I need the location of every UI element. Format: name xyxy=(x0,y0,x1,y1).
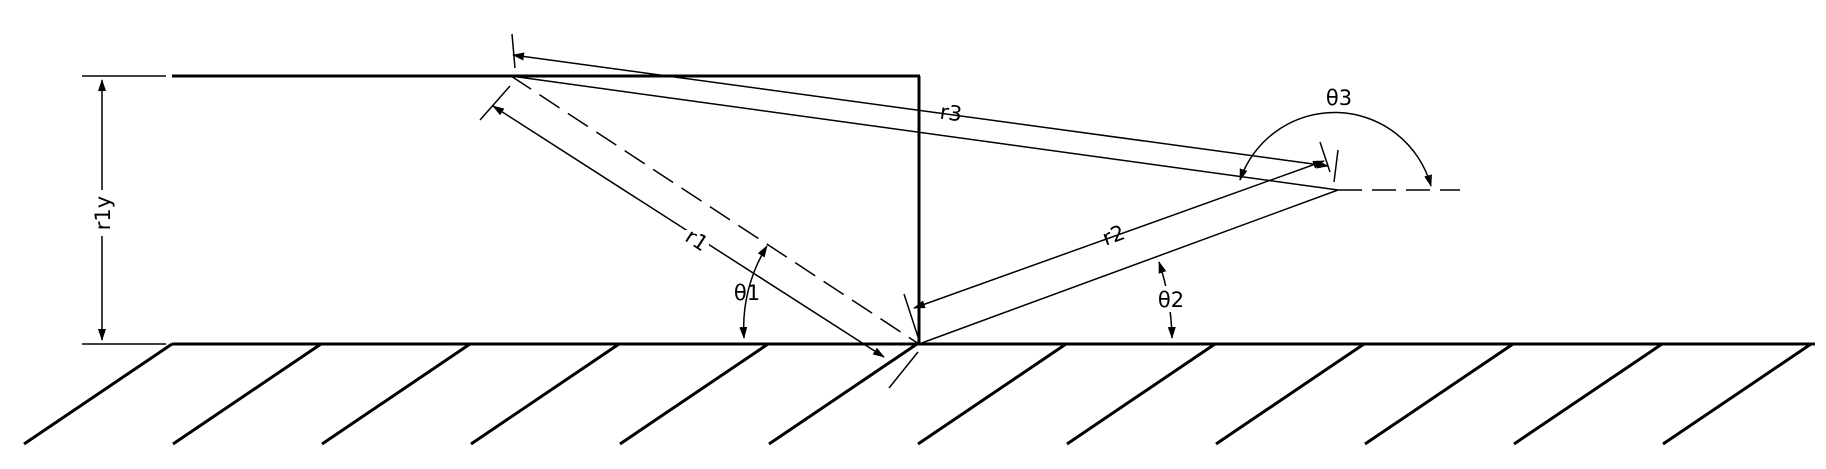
angle-arcs xyxy=(739,111,1432,339)
label-theta3: θ3 xyxy=(1326,86,1352,110)
r1y-dimension xyxy=(82,75,166,345)
labels: r1y r1 r2 r3 θ1 θ2 θ3 xyxy=(91,82,1361,312)
link-r3 xyxy=(510,75,1339,191)
ground xyxy=(23,342,1815,446)
label-theta1: θ1 xyxy=(734,281,760,305)
link-r1 xyxy=(510,75,920,345)
r3-dimension xyxy=(511,33,1339,183)
theta3-arc xyxy=(1239,111,1432,187)
links xyxy=(510,75,1460,345)
label-r2: r2 xyxy=(1099,220,1128,250)
label-theta2: θ2 xyxy=(1158,288,1184,312)
link-r2 xyxy=(918,189,1339,345)
label-r3: r3 xyxy=(938,100,963,127)
label-r1y: r1y xyxy=(91,196,115,230)
theta1-arc xyxy=(739,245,768,339)
